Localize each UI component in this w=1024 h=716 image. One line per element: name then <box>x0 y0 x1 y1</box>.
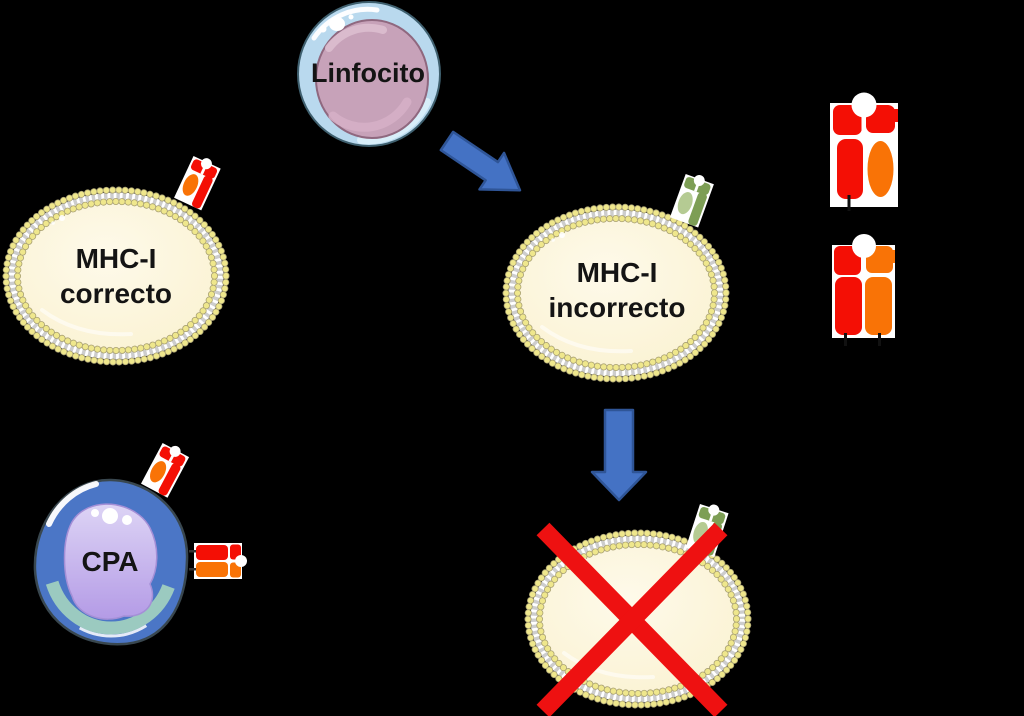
mhc1-correct-receptor-icon <box>174 152 223 211</box>
label-apc: CPA <box>81 546 139 577</box>
apc-mhc2-receptor-icon <box>189 543 247 579</box>
label-mhc-incorrect-line1: MHC-I <box>576 257 658 288</box>
lymphocyte-cell <box>297 1 441 147</box>
label-mhc-incorrect-line2: incorrecto <box>548 292 686 323</box>
label-mhc-incorrect: MHC-I incorrecto <box>517 255 717 325</box>
mhc1-incorrect-receptor-icon <box>669 170 716 228</box>
label-lymphocyte: Linfocito <box>311 58 425 88</box>
apc-cell <box>33 478 189 646</box>
mhc-class-ii-molecule-icon <box>832 234 895 346</box>
arrow-down-icon <box>590 408 648 502</box>
label-mhc-correct-line1: MHC-I <box>75 243 157 274</box>
arrow-diagonal-icon <box>439 130 522 192</box>
mhc-class-i-molecule-icon <box>830 92 898 211</box>
apc-mhc1-receptor-icon <box>141 439 191 498</box>
red-cross-icon <box>536 522 728 716</box>
label-mhc-correct-line2: correcto <box>59 278 173 309</box>
label-mhc-correct: MHC-I correcto <box>16 241 216 311</box>
